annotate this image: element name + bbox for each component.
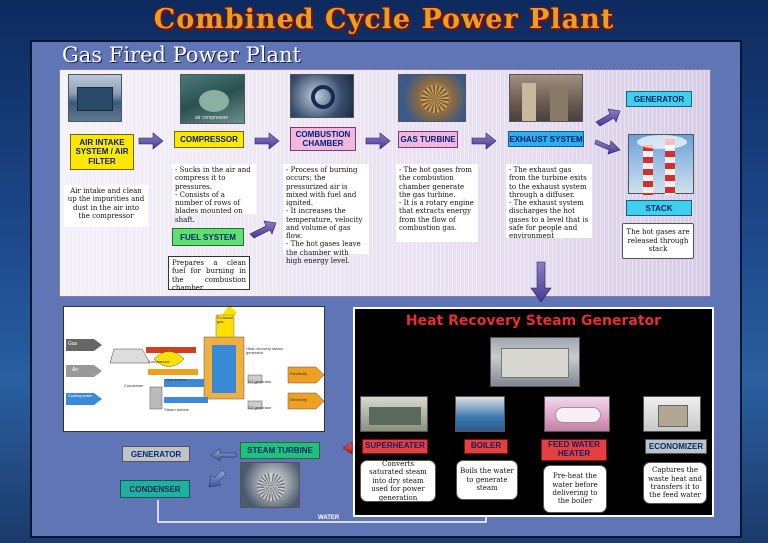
arrow-st-gen bbox=[210, 448, 237, 462]
boiler-photo bbox=[455, 396, 505, 432]
arrow-2 bbox=[254, 132, 280, 150]
compressor-label: COMPRESSOR bbox=[174, 131, 244, 148]
air-intake-desc: Air intake and clean up the impurities a… bbox=[64, 185, 148, 227]
combined-cycle-schematic: Gas Air Cooling water Ex-haust gas Heat … bbox=[63, 306, 325, 432]
schem-cooling: Cooling water bbox=[68, 393, 93, 398]
superheater-photo bbox=[360, 396, 428, 432]
steam-turbine-label: STEAM TURBINE bbox=[240, 442, 320, 459]
condenser-label: CONDENSER bbox=[120, 480, 190, 498]
generator-label-steam: GENERATOR bbox=[122, 446, 190, 462]
arrow-to-generator bbox=[595, 108, 621, 127]
boiler-label: BOILER bbox=[464, 439, 508, 454]
combustion-photo bbox=[290, 74, 354, 118]
schem-elec1: Electricity bbox=[290, 371, 308, 376]
fuel-system-label: FUEL SYSTEM bbox=[172, 228, 244, 246]
hrsg-title: Heat Recovery Steam Generator bbox=[405, 313, 662, 329]
air-intake-label: AIR INTAKE SYSTEM / AIR FILTER bbox=[70, 134, 134, 170]
water-label: WATER bbox=[318, 515, 340, 521]
stack-label: STACK bbox=[626, 200, 692, 216]
arrow-3 bbox=[365, 132, 391, 150]
arrow-fuel bbox=[249, 220, 277, 239]
exhaust-photo bbox=[509, 74, 583, 122]
fuel-system-desc: Prepares a clean fuel for burning in the… bbox=[168, 256, 250, 292]
stack-desc: The hot gases are released through stack bbox=[622, 223, 694, 259]
compressor-photo: air compressor bbox=[180, 74, 245, 124]
hrsg-main-photo bbox=[490, 337, 580, 387]
feed-water-photo bbox=[544, 396, 610, 432]
superheater-desc: Converts saturated steam into dry steam … bbox=[360, 460, 436, 502]
schem-condenser: Condenser bbox=[124, 383, 144, 388]
gas-turbine-desc: - The hot gases from the combustion cham… bbox=[396, 164, 478, 242]
schem-g1: G1 generator bbox=[248, 379, 272, 384]
stack-photo bbox=[628, 134, 694, 195]
steam-turbine-photo bbox=[240, 462, 300, 508]
gas-turbine-label: GAS TURBINE bbox=[398, 131, 458, 148]
generator-label-gas: GENERATOR bbox=[626, 91, 692, 107]
schem-hrsg: Heat recovery steam generator bbox=[246, 346, 283, 355]
section-title-gas: Gas Fired Power Plant bbox=[62, 43, 301, 67]
schem-elec2: Electricity bbox=[290, 397, 308, 402]
arrow-4 bbox=[471, 132, 497, 150]
economizer-label: ECONOMIZER bbox=[645, 439, 707, 454]
arrow-1 bbox=[138, 132, 164, 150]
feed-water-label: FEED WATER HEATER bbox=[541, 439, 607, 461]
arrow-down bbox=[530, 261, 552, 303]
air-intake-photo bbox=[68, 74, 122, 122]
exhaust-label: EXHAUST SYSTEM bbox=[508, 131, 584, 147]
combustion-desc: - Process of burning occurs; the pressur… bbox=[283, 164, 369, 265]
schem-gas-turbine: Gas turbine bbox=[166, 377, 187, 382]
feed-water-desc: Pre-heat the water before delivering to … bbox=[543, 465, 607, 513]
arrow-st-cond bbox=[208, 469, 227, 488]
schem-air: Air bbox=[72, 367, 79, 373]
combustion-label: COMBUSTION CHAMBER bbox=[290, 127, 356, 151]
economizer-photo bbox=[643, 396, 701, 432]
gas-turbine-photo bbox=[398, 74, 466, 122]
schem-exhaust: Ex-haust gas bbox=[217, 315, 233, 324]
schem-g2: G2 generator bbox=[248, 405, 272, 410]
superheater-label: SUPERHEATER bbox=[362, 439, 428, 454]
compressor-desc: - Sucks in the air and compress it to pr… bbox=[172, 164, 256, 224]
page-title: Combined Cycle Power Plant bbox=[153, 4, 615, 35]
schem-steam-turbine: Steam turbine bbox=[164, 407, 189, 412]
economizer-desc: Captures the waste heat and transfers it… bbox=[643, 462, 707, 504]
boiler-desc: Boils the water to generate steam bbox=[456, 460, 518, 500]
schem-gas: Gas bbox=[68, 341, 78, 347]
arrow-to-stack bbox=[594, 139, 621, 155]
exhaust-desc: - The exhaust gas from the turbine exits… bbox=[506, 164, 592, 240]
photo-caption: air compressor bbox=[195, 115, 229, 121]
schem-compressor: Compressor bbox=[148, 359, 170, 364]
